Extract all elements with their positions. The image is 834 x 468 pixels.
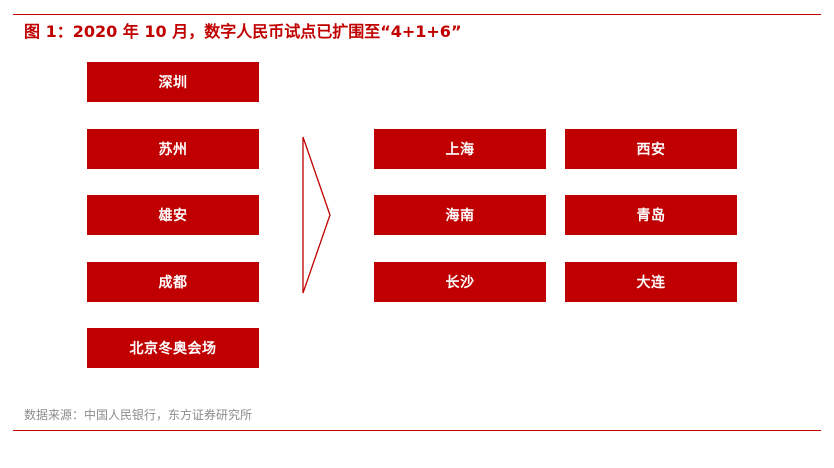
figure-title: 图 1：2020 年 10 月，数字人民币试点已扩围至“4+1+6” [24,22,462,41]
city-box-dalian: 大连 [565,262,737,302]
city-box-chengdu: 成都 [87,262,259,302]
top-rule [13,14,821,15]
city-box-qingdao: 青岛 [565,195,737,235]
data-source-note: 数据来源：中国人民银行，东方证券研究所 [24,408,253,422]
city-box-suzhou: 苏州 [87,129,259,169]
city-box-shenzhen: 深圳 [87,62,259,102]
city-box-changsha: 长沙 [374,262,546,302]
city-box-hainan: 海南 [374,195,546,235]
city-box-shanghai: 上海 [374,129,546,169]
chevron-right-icon [302,136,331,294]
city-box-beijing-winter-olympics: 北京冬奥会场 [87,328,259,368]
bottom-rule [13,430,821,431]
city-box-xian: 西安 [565,129,737,169]
city-box-xiongan: 雄安 [87,195,259,235]
